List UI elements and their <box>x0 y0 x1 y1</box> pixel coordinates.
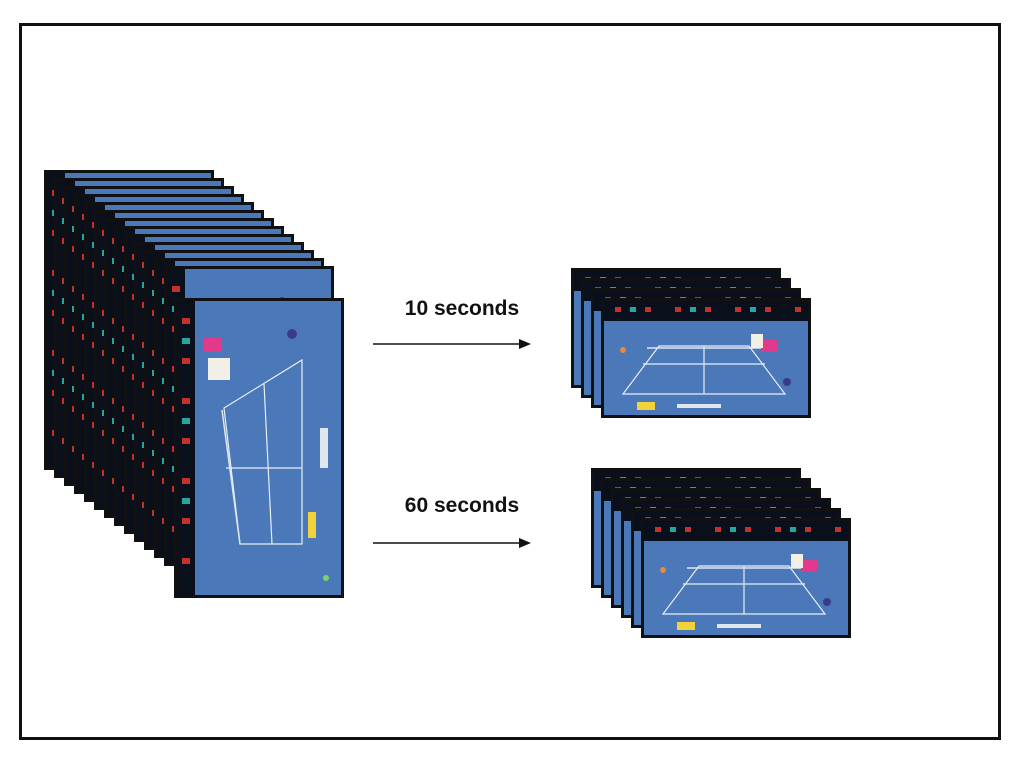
right-arrow-icon <box>373 538 531 548</box>
long-duration-label: 60 seconds <box>405 494 519 517</box>
right-arrow-icon <box>373 339 531 349</box>
video-frame <box>640 517 852 639</box>
video-frame <box>173 297 345 599</box>
short-duration-label: 10 seconds <box>405 297 519 320</box>
long-clip-frame-stack <box>590 467 852 639</box>
short-clip-frame-stack <box>570 267 812 419</box>
figure-border <box>19 23 1001 740</box>
full-video-frame-stack <box>43 169 345 599</box>
video-frame <box>600 297 812 419</box>
